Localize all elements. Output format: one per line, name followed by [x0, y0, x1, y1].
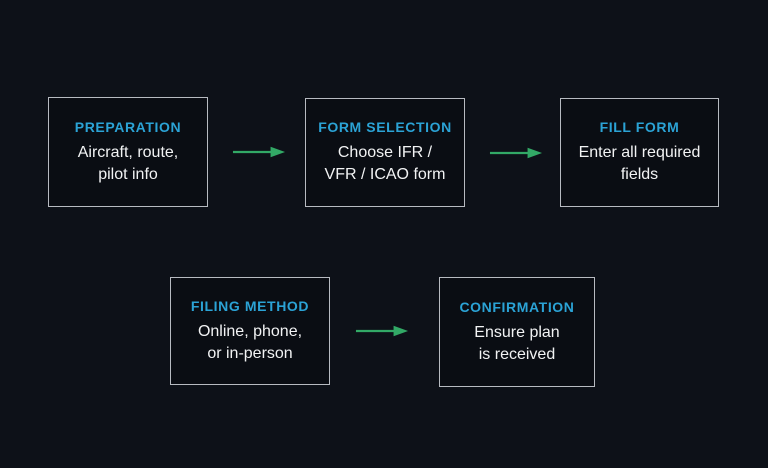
step-description-line: or in-person: [207, 344, 293, 362]
step-title: CONFIRMATION: [459, 298, 575, 315]
step-description-line: Enter all required: [578, 144, 701, 161]
step-description-line: fields: [620, 166, 659, 183]
step-filing-method: FILING METHOD Online, phone, or in-perso…: [170, 277, 330, 385]
step-description-line: Online, phone,: [197, 322, 303, 340]
step-title: FORM SELECTION: [318, 119, 452, 135]
step-title: FILING METHOD: [190, 297, 310, 314]
step-form-selection: FORM SELECTION Choose IFR / VFR / ICAO f…: [305, 98, 465, 207]
step-confirmation: CONFIRMATION Ensure plan is received: [439, 277, 595, 387]
step-description-line: Ensure plan: [474, 323, 560, 341]
step-description-line: is received: [478, 345, 556, 363]
step-description-line: pilot info: [98, 165, 158, 183]
step-preparation: PREPARATION Aircraft, route, pilot info: [48, 97, 208, 207]
step-title: PREPARATION: [74, 118, 182, 135]
step-fill-form: FILL FORM Enter all required fields: [560, 98, 719, 207]
step-description-line: VFR / ICAO form: [324, 166, 446, 183]
arrow-right-icon: [489, 147, 543, 159]
step-title: FILL FORM: [599, 119, 680, 135]
arrow-right-icon: [232, 146, 286, 158]
step-description-line: Aircraft, route,: [77, 143, 179, 161]
step-description-line: Choose IFR /: [337, 144, 433, 161]
arrow-right-icon: [355, 325, 409, 337]
